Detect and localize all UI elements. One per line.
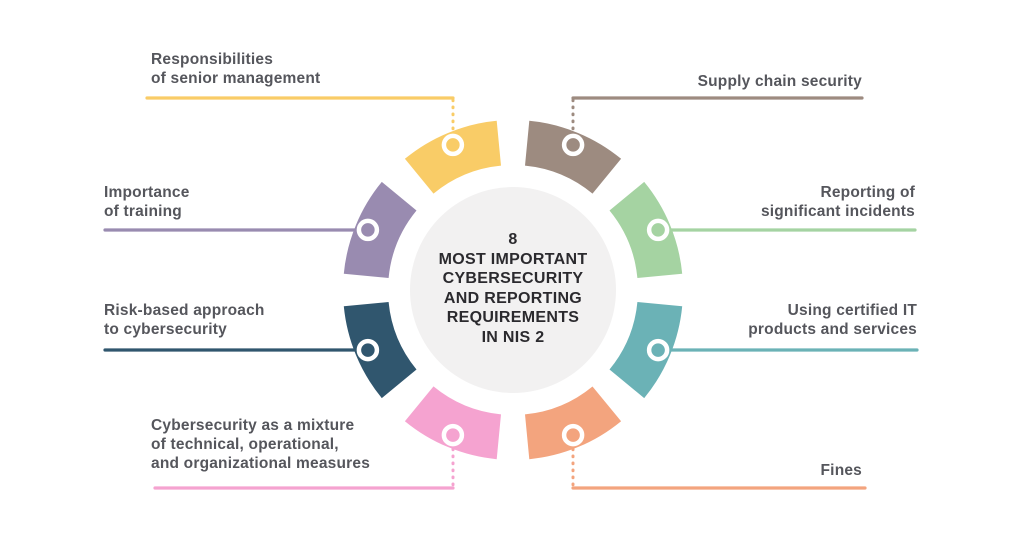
connector-ring-reporting	[646, 218, 670, 242]
label-fines: Fines	[820, 462, 862, 479]
diagram-title: 8 MOST IMPORTANT CYBERSECURITY AND REPOR…	[438, 231, 588, 346]
label-reporting: Reporting of significant incidents	[760, 184, 915, 220]
connector-ring-supply-chain	[561, 133, 585, 157]
label-responsibilities: Responsibilities of senior management	[151, 51, 321, 87]
connector-ring-responsibilities	[441, 133, 465, 157]
connector-ring-risk-based	[356, 338, 380, 362]
arc-segment-importance	[343, 181, 417, 278]
connector-ring-importance	[356, 218, 380, 242]
label-risk-based: Risk-based approach to cybersecurity	[104, 302, 265, 338]
label-certified-it: Using certified IT products and services	[748, 302, 917, 338]
connector-ring-fines	[561, 423, 585, 447]
center-circle	[410, 187, 616, 393]
connector-ring-certified-it	[646, 338, 670, 362]
arc-segment-mixture	[404, 386, 501, 460]
arc-segment-supply-chain	[525, 120, 622, 194]
arc-segment-certified-it	[609, 302, 683, 399]
label-supply-chain: Supply chain security	[697, 73, 862, 90]
arc-segment-risk-based	[343, 302, 417, 399]
connector-ring-mixture	[441, 423, 465, 447]
arc-segment-responsibilities	[404, 120, 501, 194]
label-importance: Importance of training	[104, 184, 190, 220]
arc-segment-fines	[525, 386, 622, 460]
label-mixture: Cybersecurity as a mixture of technical,…	[151, 417, 371, 472]
arc-segment-reporting	[609, 181, 683, 278]
